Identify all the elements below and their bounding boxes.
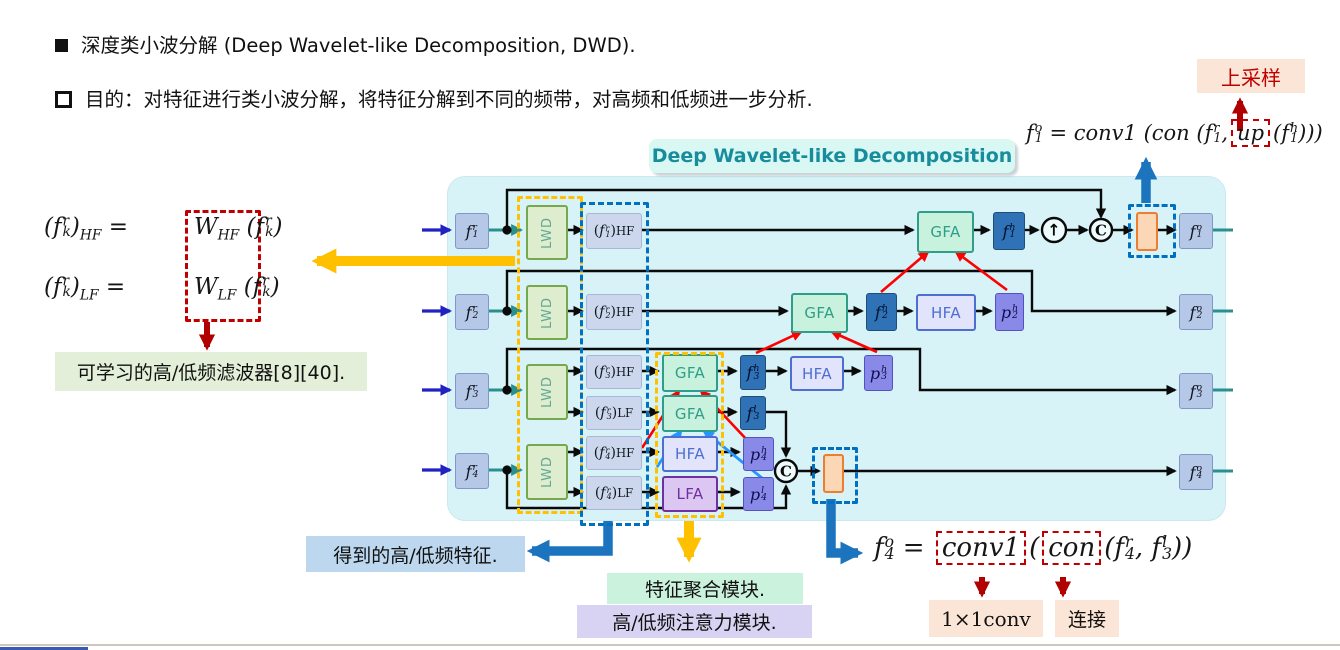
node-conv-1 xyxy=(1136,212,1158,251)
hollow-square-bullet-icon xyxy=(55,91,72,108)
node-gfa-3l: GFA xyxy=(662,395,718,432)
filled-square-bullet-icon xyxy=(55,39,68,52)
footer-blue-segment xyxy=(0,647,88,650)
label-hf-lf-attention: 高/低频注意力模块. xyxy=(577,605,812,638)
node-lwd-4: LWD xyxy=(526,444,568,500)
bullet-dwd: 深度类小波分解 (Deep Wavelet-like Decomposition… xyxy=(55,32,636,59)
footer-divider xyxy=(0,644,1340,646)
node-lfa: LFA xyxy=(662,476,718,512)
bullet-dwd-text: 深度类小波分解 (Deep Wavelet-like Decomposition… xyxy=(81,34,636,57)
label-feature-aggregation: 特征聚合模块. xyxy=(607,573,803,604)
node-hfa-2: HFA xyxy=(916,294,976,331)
node-gfa-1: GFA xyxy=(917,211,974,253)
node-hfa-4: HFA xyxy=(662,436,718,472)
node-hfa-3: HFA xyxy=(790,356,844,391)
wire xyxy=(526,521,613,563)
label-learnable-filters: 可学习的高/低频滤波器[8][40]. xyxy=(55,352,367,391)
diagram-title: Deep Wavelet-like Decomposition xyxy=(649,139,1015,173)
label-1x1conv: 1×1conv xyxy=(929,600,1043,637)
node-gfa-2: GFA xyxy=(791,293,848,333)
bullet-purpose: 目的：对特征进行类小波分解，将特征分解到不同的频带，对高频和低频进一步分析. xyxy=(55,86,813,113)
bullet-purpose-text: 目的：对特征进行类小波分解，将特征分解到不同的频带，对高频和低频进一步分析. xyxy=(85,88,813,111)
label-hf-lf-features: 得到的高/低频特征. xyxy=(306,536,525,572)
node-lwd-3: LWD xyxy=(526,364,568,420)
label-concat: 连接 xyxy=(1055,600,1119,637)
node-lwd-2: LWD xyxy=(526,285,568,340)
label-upsample: 上采样 xyxy=(1197,59,1305,93)
node-conv-4 xyxy=(823,454,844,493)
node-lwd-1: LWD xyxy=(526,205,568,260)
node-gfa-3h: GFA xyxy=(662,354,718,392)
